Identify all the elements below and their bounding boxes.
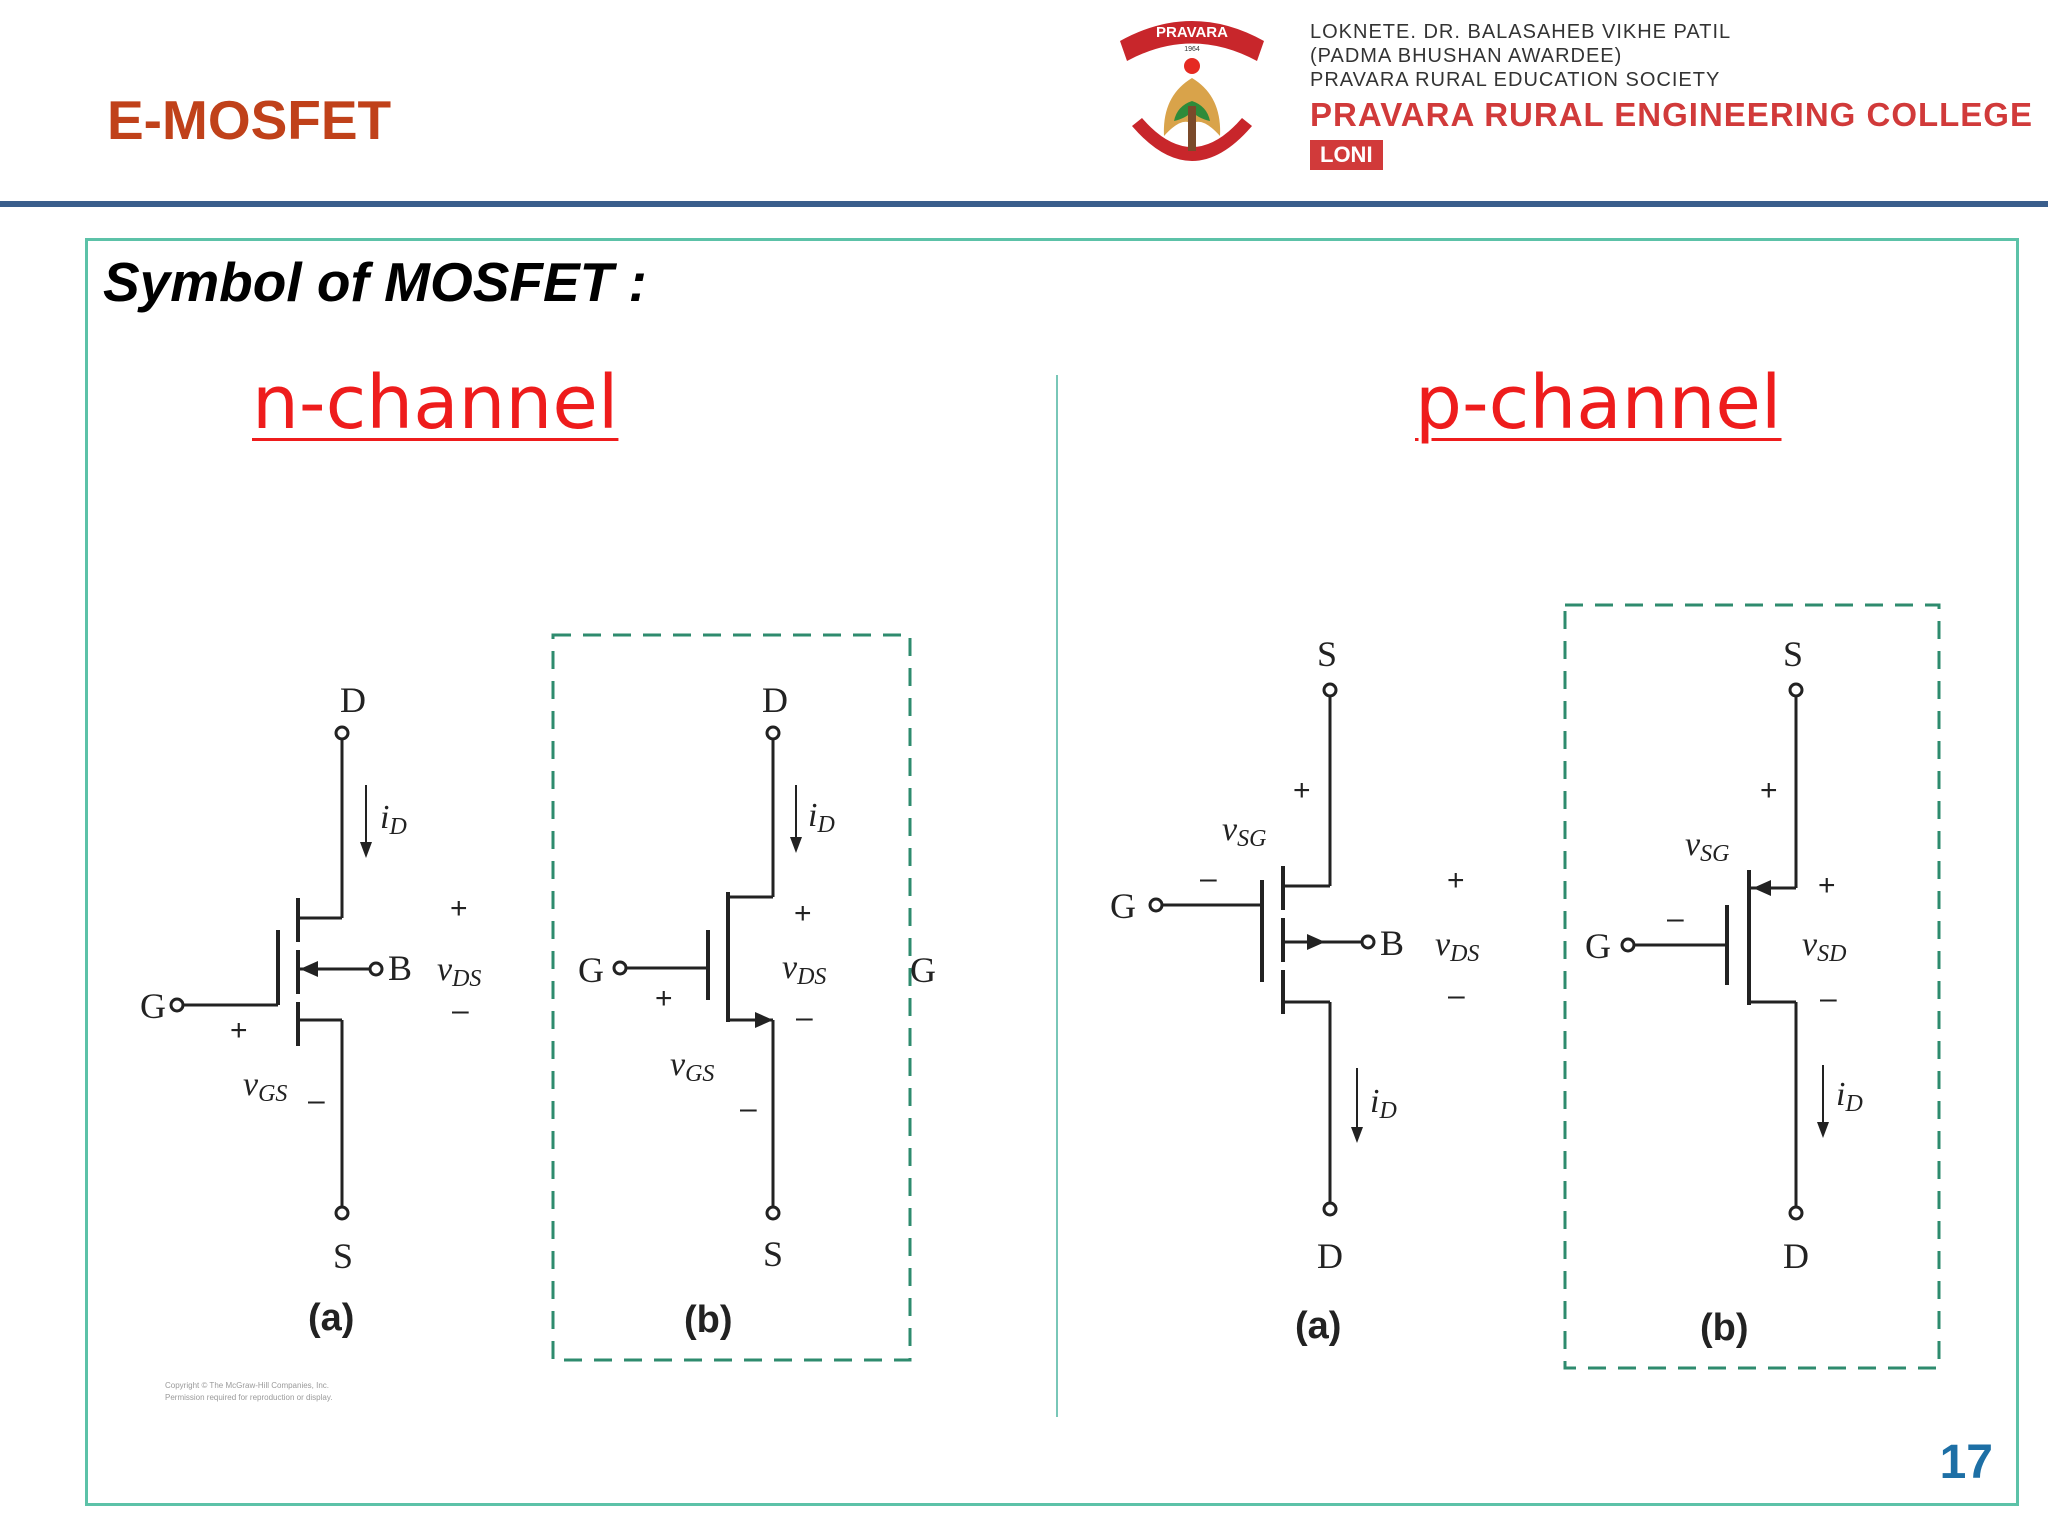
p-channel-heading: p-channel [1415,360,1782,446]
section-title: Symbol of MOSFET : [103,251,647,313]
plus-sign: + [230,1014,248,1047]
n-channel-heading: n-channel [252,360,619,446]
caption-b: (b) [1700,1307,1749,1349]
plus-sign: + [450,892,468,925]
source-label: S [333,1236,353,1276]
vds-label: vDS [1435,926,1479,967]
gate-label: G [1110,886,1136,926]
caption-a: (a) [1295,1305,1341,1347]
plus-sign: + [1447,864,1465,897]
plus-sign: + [655,982,673,1015]
vds-label: vDS [782,949,826,990]
minus-sign: – [740,1092,757,1125]
minus-sign: – [1820,982,1837,1015]
source-label: S [763,1234,783,1274]
college-logo: PRAVARA 1964 [1120,21,1264,161]
minus-sign: – [796,1001,813,1034]
minus-sign: – [308,1084,325,1117]
caption-a: (a) [308,1297,354,1339]
vsg-label: vSG [1685,826,1729,867]
logo-year: 1964 [1184,46,1200,53]
minus-sign: – [1667,902,1684,935]
institution-line-3: PRAVARA RURAL EDUCATION SOCIETY [1310,69,1721,91]
vgs-label: vGS [670,1046,714,1087]
institution-line-2: (PADMA BHUSHAN AWARDEE) [1310,45,1623,67]
source-label: S [1317,634,1337,674]
vsd-label: vSD [1802,926,1846,967]
institution-block: LOKNETE. DR. BALASAHEB VIKHE PATIL (PADM… [1310,20,2033,170]
copyright-line-1: Copyright © The McGraw-Hill Companies, I… [165,1381,329,1390]
minus-sign: – [452,994,469,1027]
plus-sign: + [1760,774,1778,807]
page-number: 17 [1939,1436,1993,1489]
plus-sign: + [1818,869,1836,902]
slide-title: E-MOSFET [107,89,392,151]
p-channel-symbol-b: S D G + vSG – + vSD – iD (b) [1563,603,1941,1370]
plus-sign: + [794,897,812,930]
column-divider [1056,375,1058,1417]
n-channel-symbol-a: D S G B iD + vDS – + vGS – (a) Copyright… [140,680,481,1402]
cropped-gate-label: G [910,950,936,990]
body-label: B [1380,923,1404,963]
minus-sign: – [1448,979,1465,1012]
plus-sign: + [1293,774,1311,807]
body-label: B [388,948,412,988]
drain-label: D [340,680,366,720]
vgs-label: vGS [243,1066,287,1107]
source-label: S [1783,634,1803,674]
drain-current-label: iD [1836,1076,1863,1117]
copyright-line-2: Permission required for reproduction or … [165,1393,332,1402]
gate-label: G [578,950,604,990]
drain-label: D [762,680,788,720]
drain-current-label: iD [808,797,835,838]
caption-b: (b) [684,1299,733,1341]
minus-sign: – [1200,862,1217,895]
p-channel-symbol-a: S D G B + vSG – + vDS – iD (a) [1110,634,1479,1347]
n-channel-symbol-b: D S G iD + vDS – + vGS – (b) G [551,633,936,1362]
vsg-label: vSG [1222,811,1266,852]
content-frame [85,238,2019,1506]
drain-label: D [1317,1236,1343,1276]
drain-current-label: iD [1370,1083,1397,1124]
drain-current-label: iD [380,799,407,840]
logo-banner-text: PRAVARA [1156,24,1228,41]
gate-label: G [1585,926,1611,966]
vds-label: vDS [437,951,481,992]
header-rule [0,201,2048,207]
location-badge: LONI [1310,140,1383,170]
college-name: PRAVARA RURAL ENGINEERING COLLEGE [1310,96,2033,133]
institution-line-1: LOKNETE. DR. BALASAHEB VIKHE PATIL [1310,21,1732,43]
drain-label: D [1783,1236,1809,1276]
gate-label: G [140,986,166,1026]
